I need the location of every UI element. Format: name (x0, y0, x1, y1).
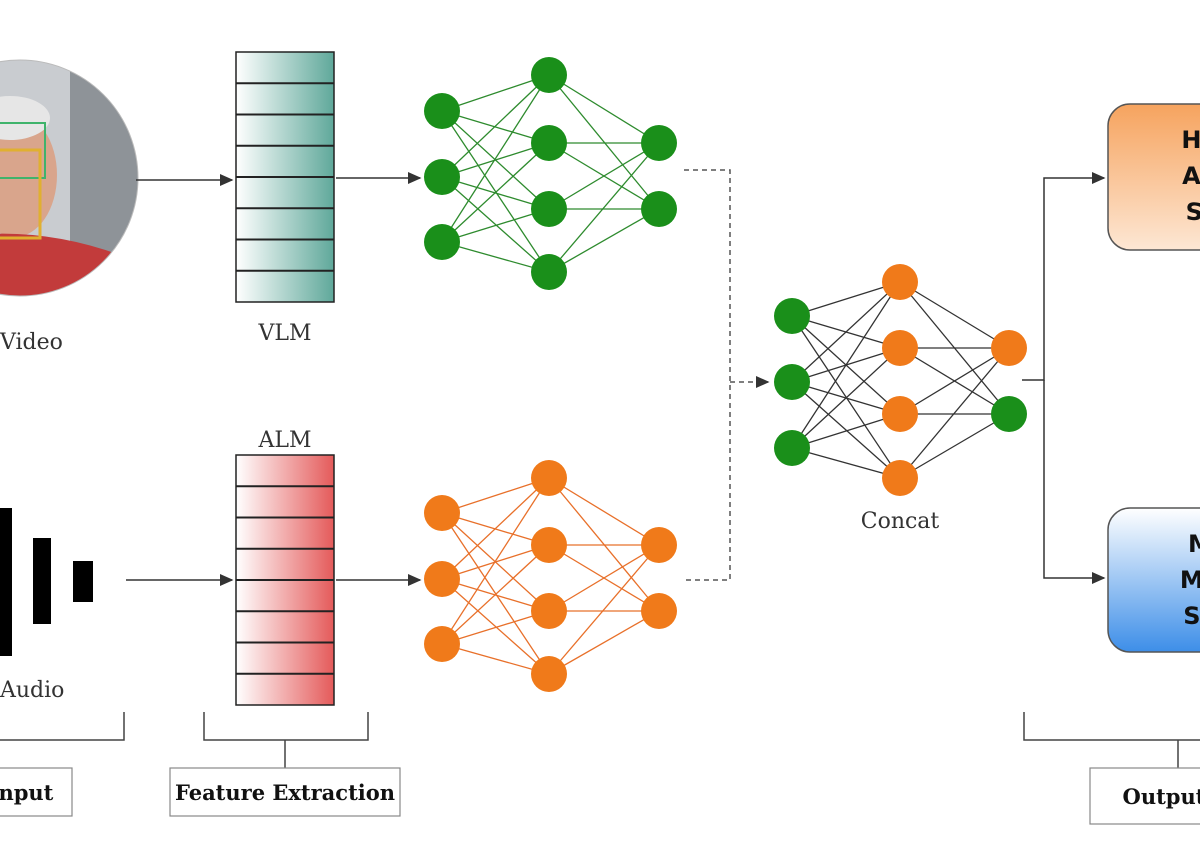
network-edge (441, 610, 550, 645)
network-edge (441, 142, 550, 178)
network-edge (548, 208, 660, 273)
network-edge (441, 241, 550, 273)
network-node (531, 460, 567, 496)
network-node (882, 460, 918, 496)
network-node (882, 396, 918, 432)
concat-label: Concat (861, 509, 940, 534)
network-edge (791, 347, 901, 449)
network-node (424, 561, 460, 597)
network-node (774, 298, 810, 334)
output-bottom-line-3: Se (1183, 602, 1200, 630)
network-edge (441, 477, 550, 580)
network-node (424, 626, 460, 662)
network-edge (441, 477, 550, 514)
network-node (991, 396, 1027, 432)
network-edge (791, 447, 901, 479)
vlm-label: VLM (257, 321, 311, 346)
network-edge (548, 477, 660, 546)
network-edge (791, 381, 901, 479)
network-edge (441, 110, 550, 144)
network-edge (441, 74, 550, 243)
network-edge (441, 578, 550, 675)
network-edge (548, 544, 660, 675)
svg-text:Feature Extraction: Feature Extraction (175, 780, 395, 805)
fusion-to-top-output-arrow (1022, 172, 1106, 381)
network-node (774, 364, 810, 400)
network-edge (441, 643, 550, 675)
video-label: Video (0, 330, 63, 355)
network-node (531, 191, 567, 227)
svg-text:Input: Input (0, 780, 54, 805)
network-node (531, 527, 567, 563)
network-node (882, 330, 918, 366)
network-node (424, 495, 460, 531)
network-edge (441, 74, 550, 178)
network-edge (548, 544, 660, 612)
network-edge (899, 347, 1010, 415)
network-edge (441, 544, 550, 645)
network-edge (548, 74, 660, 144)
network-edge (791, 281, 901, 317)
network-node (991, 330, 1027, 366)
network-node (882, 264, 918, 300)
network-node (641, 593, 677, 629)
network-node (424, 93, 460, 129)
output-section-label: Output (1089, 767, 1200, 825)
network-edge (441, 477, 550, 645)
vision-network (424, 57, 677, 290)
network-node (531, 593, 567, 629)
network-edge (899, 281, 1010, 349)
output-bottom-line-2: Mo (1180, 566, 1200, 594)
network-edge (441, 208, 550, 243)
network-node (424, 224, 460, 260)
network-node (641, 125, 677, 161)
network-node (424, 159, 460, 195)
network-edge (791, 281, 901, 449)
output-top-line-2: AS (1182, 162, 1200, 190)
output-bottom-line-1: M (1188, 530, 1200, 558)
network-edge (899, 347, 1010, 479)
network-edge (548, 74, 660, 210)
network-edge (441, 512, 550, 675)
input-bracket (0, 712, 125, 741)
network-edge (441, 74, 550, 112)
svg-text:Output: Output (1123, 784, 1200, 809)
network-edge (548, 142, 660, 210)
network-edge (791, 413, 901, 449)
audio-network (424, 460, 677, 692)
network-edge (791, 315, 901, 479)
network-node (641, 527, 677, 563)
fusion-to-bottom-output-arrow (1043, 380, 1106, 584)
network-edge (441, 176, 550, 273)
audio-waveform-icon (0, 508, 93, 656)
vlm-feature-block (235, 51, 335, 303)
network-edge (441, 110, 550, 273)
network-edge (791, 281, 901, 383)
video-face-image (0, 59, 139, 297)
audio-label: Audio (0, 678, 64, 703)
output-box-top: HS AS St (1107, 103, 1200, 251)
alm-label: ALM (257, 428, 311, 453)
network-node (641, 191, 677, 227)
alm-feature-block (235, 454, 335, 706)
network-edge (548, 610, 660, 675)
feature-extraction-bracket (203, 712, 369, 768)
network-edge (899, 413, 1010, 479)
output-top-line-3: St (1186, 198, 1200, 226)
network-node (531, 656, 567, 692)
output-top-line-1: HS (1181, 126, 1200, 154)
network-node (531, 254, 567, 290)
output-bracket (1023, 712, 1200, 768)
network-node (531, 125, 567, 161)
network-edge (441, 142, 550, 243)
output-box-bottom: M Mo Se (1107, 507, 1200, 653)
network-node (774, 430, 810, 466)
feature-extraction-section-label: Feature Extraction (169, 767, 401, 817)
network-edge (548, 142, 660, 273)
dashed-merge-connector (684, 169, 731, 581)
fusion-network (774, 264, 1027, 496)
network-node (531, 57, 567, 93)
input-section-label: Input (0, 767, 73, 817)
